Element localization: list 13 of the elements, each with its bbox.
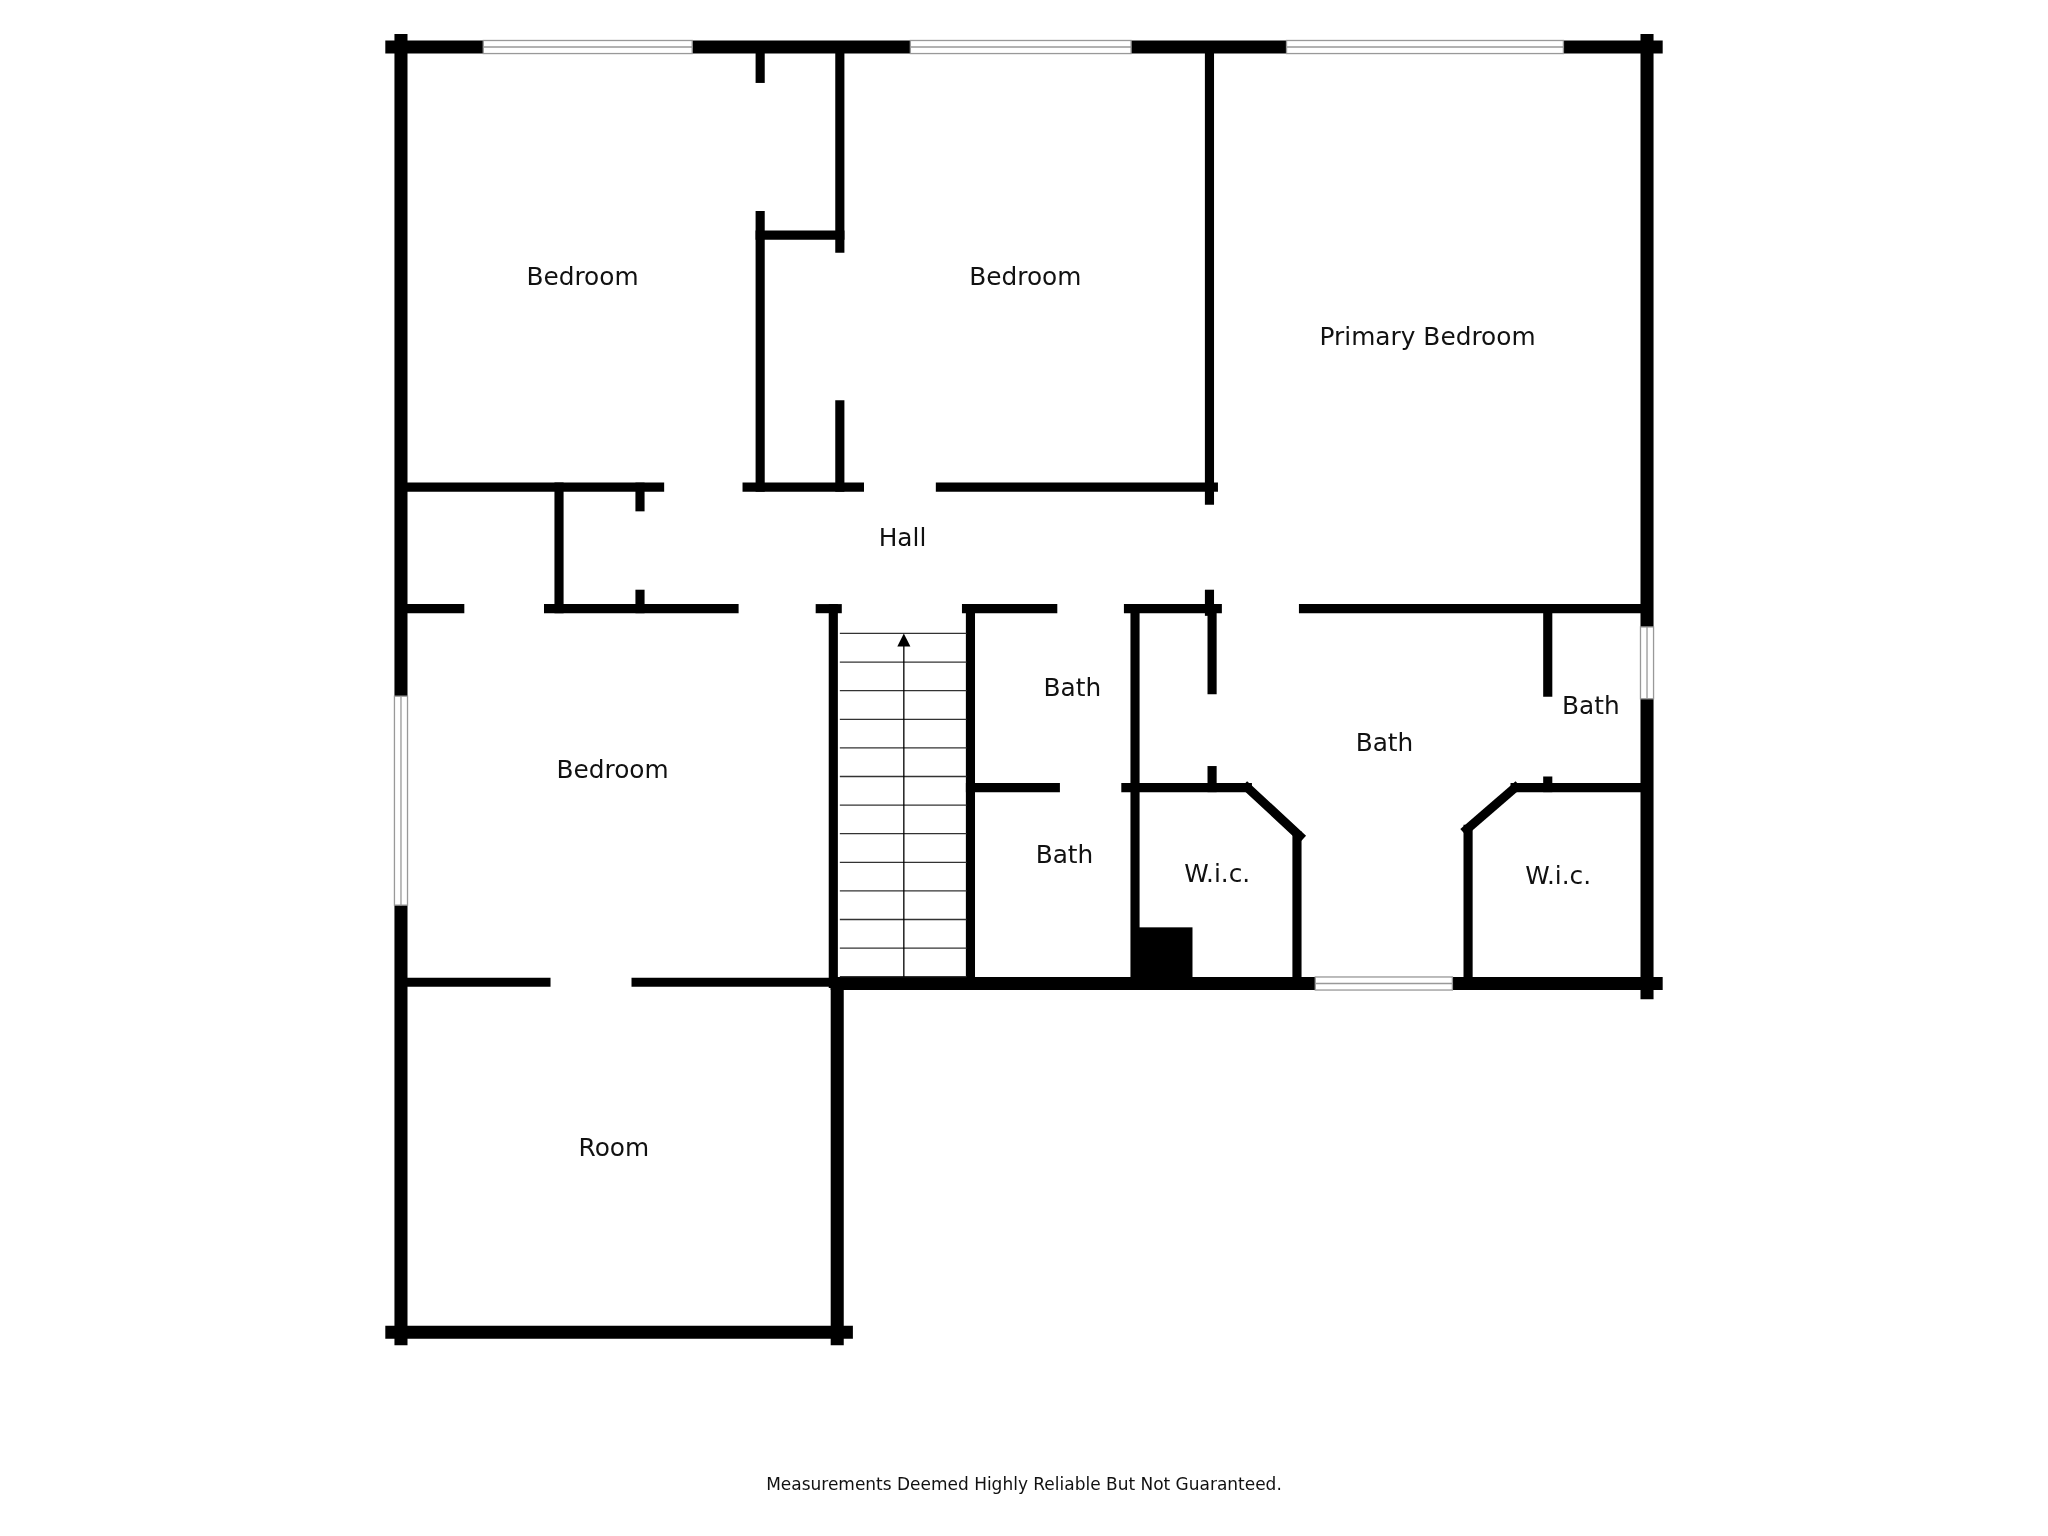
room-label: Bath <box>1562 690 1620 720</box>
room-label: W.i.c. <box>1525 860 1592 890</box>
room-label: Bath <box>1043 672 1102 702</box>
room-label: Hall <box>878 522 927 552</box>
room-label: Room <box>578 1132 650 1162</box>
caption: Measurements Deemed Highly Reliable But Not Guaranteed. <box>766 1473 1282 1494</box>
room-label: W.i.c. <box>1184 858 1251 887</box>
room-label: Bedroom <box>969 261 1082 290</box>
room-label: Bath <box>1035 839 1094 869</box>
room-label: Bedroom <box>556 754 669 784</box>
room-label: Primary Bedroom <box>1319 321 1536 351</box>
room-label: Bedroom <box>526 261 639 290</box>
room-label: Bath <box>1355 727 1414 757</box>
